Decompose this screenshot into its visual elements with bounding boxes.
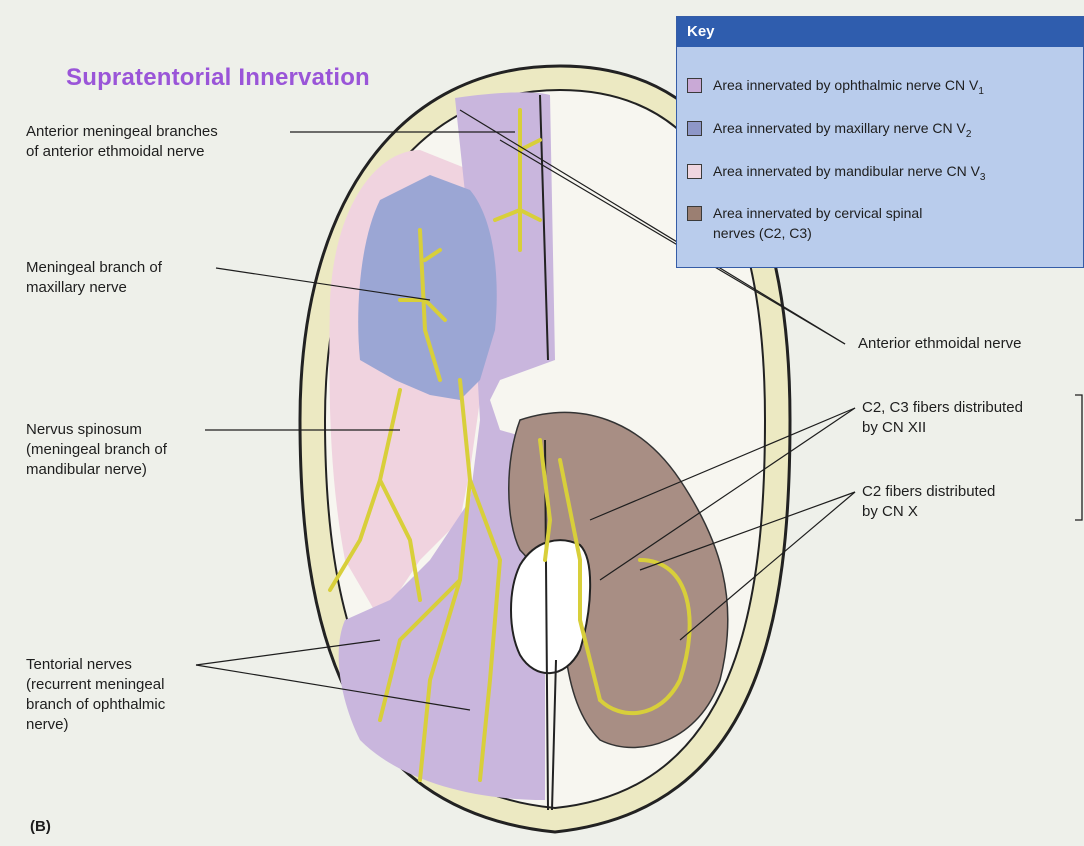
key-item-maxillary: Area innervated by maxillary nerve CN V2 — [687, 118, 971, 145]
key-line: Area innervated by cervical spinal — [713, 203, 922, 223]
label-line: branch of ophthalmic — [26, 695, 165, 715]
key-legend: Key Area innervated by ophthalmic nerve … — [676, 16, 1084, 268]
key-text: Area innervated by mandibular nerve CN V… — [713, 161, 985, 188]
figure-title: Supratentorial Innervation — [66, 64, 370, 92]
key-line: Area innervated by ophthalmic nerve CN V… — [713, 75, 984, 102]
label-line: Tentorial nerves — [26, 655, 165, 675]
key-item-ophthalmic: Area innervated by ophthalmic nerve CN V… — [687, 75, 984, 102]
swatch-mandibular — [687, 164, 702, 179]
key-line: Area innervated by mandibular nerve CN V… — [713, 161, 985, 188]
label-line: nerve) — [26, 715, 165, 735]
label-line: Anterior ethmoidal nerve — [858, 334, 1021, 354]
label-line: C2 fibers distributed — [862, 482, 995, 502]
swatch-ophthalmic — [687, 78, 702, 93]
key-text: Area innervated by maxillary nerve CN V2 — [713, 118, 971, 145]
key-line: Area innervated by maxillary nerve CN V2 — [713, 118, 971, 145]
label-line: mandibular nerve) — [26, 460, 167, 480]
key-subscript: 1 — [978, 86, 984, 97]
key-text: Area innervated by cervical spinal nerve… — [713, 203, 922, 243]
label-line: (meningeal branch of — [26, 440, 167, 460]
key-subscript: 2 — [966, 129, 972, 140]
key-item-mandibular: Area innervated by mandibular nerve CN V… — [687, 161, 985, 188]
panel-label: (B) — [30, 818, 51, 835]
label-line: by CN X — [862, 502, 995, 522]
label-bracket — [1075, 395, 1082, 520]
key-subscript: 3 — [980, 172, 986, 183]
maxillary-region — [358, 175, 497, 400]
label-tentorial-nerves: Tentorial nerves (recurrent meningeal br… — [26, 655, 165, 735]
label-line: (recurrent meningeal — [26, 675, 165, 695]
key-heading: Key — [677, 17, 1083, 47]
label-line: C2, C3 fibers distributed — [862, 398, 1023, 418]
label-anterior-meningeal-branches: Anterior meningeal branches of anterior … — [26, 122, 218, 162]
key-text-main: Area innervated by mandibular nerve CN V — [713, 163, 980, 179]
label-anterior-ethmoidal-nerve: Anterior ethmoidal nerve — [858, 334, 1021, 354]
label-nervus-spinosum: Nervus spinosum (meningeal branch of man… — [26, 420, 167, 480]
label-line: maxillary nerve — [26, 278, 162, 298]
label-line: of anterior ethmoidal nerve — [26, 142, 218, 162]
label-line: by CN XII — [862, 418, 1023, 438]
swatch-maxillary — [687, 121, 702, 136]
key-text-main: Area innervated by ophthalmic nerve CN V — [713, 77, 978, 93]
swatch-cervical — [687, 206, 702, 221]
label-c2-c3-fibers: C2, C3 fibers distributed by CN XII — [862, 398, 1023, 438]
key-item-cervical: Area innervated by cervical spinal nerve… — [687, 203, 922, 243]
label-line: Anterior meningeal branches — [26, 122, 218, 142]
label-meningeal-branch-maxillary: Meningeal branch of maxillary nerve — [26, 258, 162, 298]
label-line: Meningeal branch of — [26, 258, 162, 278]
key-text-main: Area innervated by maxillary nerve CN V — [713, 120, 966, 136]
key-text: Area innervated by ophthalmic nerve CN V… — [713, 75, 984, 102]
label-line: Nervus spinosum — [26, 420, 167, 440]
key-line: nerves (C2, C3) — [713, 223, 922, 243]
label-c2-fibers: C2 fibers distributed by CN X — [862, 482, 995, 522]
